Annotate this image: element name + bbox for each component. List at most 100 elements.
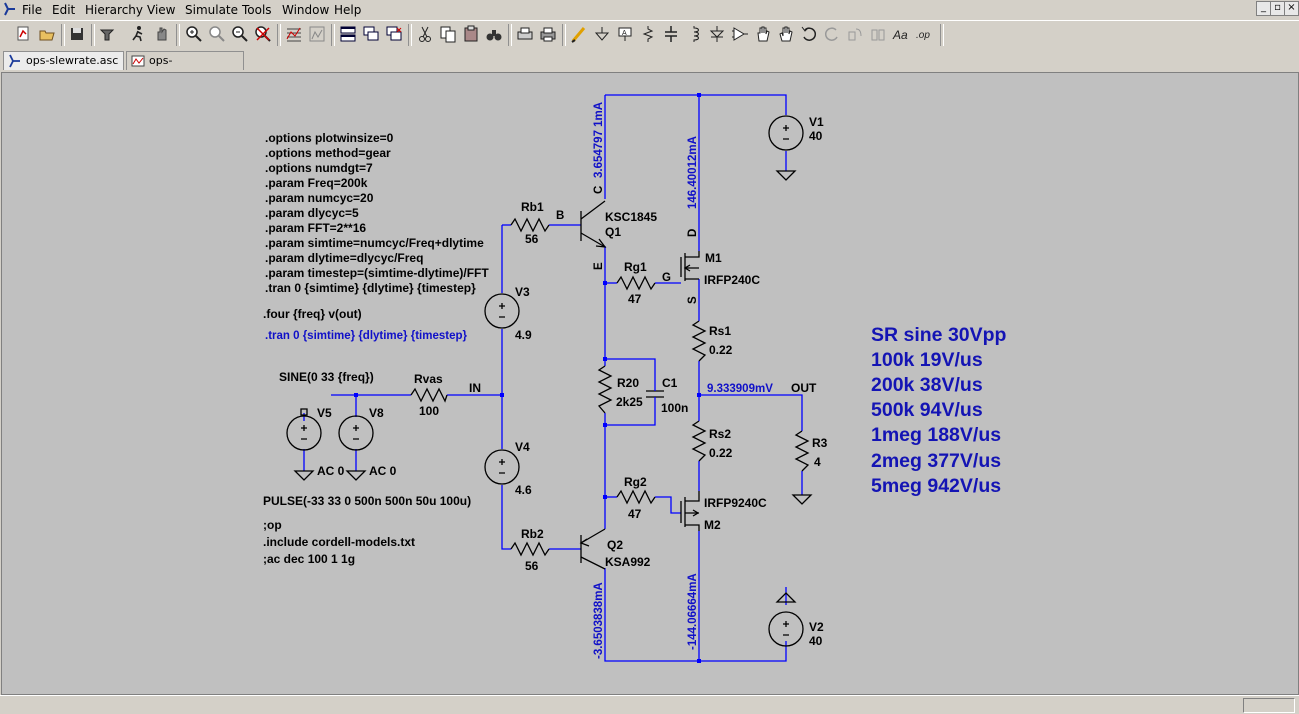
schematic-canvas[interactable]: V1 40 V2 40 KSC1845 Q1 B C E Q2 KSA992 M…: [1, 72, 1299, 695]
rvas-name: Rvas: [414, 372, 443, 386]
v2-name: V2: [809, 620, 824, 634]
redo-icon[interactable]: [822, 24, 842, 44]
copy-icon[interactable]: [438, 24, 458, 44]
minimize-button[interactable]: _: [1256, 1, 1271, 16]
q1-name: Q1: [605, 225, 621, 239]
directive-line: .param dlytime=dlycyc/Freq: [265, 251, 423, 265]
cut-icon[interactable]: [415, 24, 435, 44]
m2-name: M2: [704, 518, 721, 532]
menu-hierarchy[interactable]: Hierarchy: [85, 3, 144, 17]
source-v3[interactable]: V3 4.9: [484, 285, 532, 342]
source-v8[interactable]: V8 AC 0: [338, 406, 397, 481]
close-all-icon[interactable]: [384, 24, 404, 44]
capacitor-c1[interactable]: C1 100n: [646, 376, 688, 415]
v4-name: V4: [515, 440, 530, 454]
rs2-name: Rs2: [709, 427, 731, 441]
tile-vertical-icon[interactable]: [338, 24, 358, 44]
rb1-value: 56: [525, 232, 539, 246]
move-icon[interactable]: [753, 24, 773, 44]
new-schematic-icon[interactable]: [13, 24, 33, 44]
control-panel-icon[interactable]: [97, 24, 117, 44]
halt-icon[interactable]: [152, 24, 172, 44]
pulse-source-spec[interactable]: PULSE(-33 33 0 500n 500n 50u 100u): [263, 494, 471, 508]
status-field: [1243, 698, 1295, 713]
menu-tools[interactable]: Tools: [242, 3, 272, 17]
tab-schematic[interactable]: ops-slewrate.asc: [3, 51, 124, 70]
source-v2[interactable]: V2 40: [768, 592, 824, 648]
ac-comment[interactable]: ;ac dec 100 1 1g: [263, 552, 355, 566]
resistor-rg2[interactable]: Rg2 47: [616, 475, 656, 521]
transistor-q1[interactable]: KSC1845 Q1 B C E: [556, 186, 657, 270]
zoom-cancel-icon[interactable]: [253, 24, 273, 44]
menu-view[interactable]: View: [147, 3, 176, 17]
resistor-icon[interactable]: [638, 24, 658, 44]
source-v4[interactable]: V4 4.6: [484, 440, 532, 497]
rs1-name: Rs1: [709, 324, 731, 338]
spice-directives[interactable]: .options plotwinsize=0 .options method=g…: [265, 131, 489, 295]
zoom-extent-icon[interactable]: [207, 24, 227, 44]
capacitor-icon[interactable]: [661, 24, 681, 44]
directive-line: .param simtime=numcyc/Freq+dlytime: [265, 236, 484, 250]
print-icon[interactable]: [538, 24, 558, 44]
source-v5[interactable]: V5 AC 0: [286, 406, 345, 481]
note-line: 2meg 377V/us: [871, 450, 1001, 472]
print-setup-icon[interactable]: [515, 24, 535, 44]
include-directive[interactable]: .include cordell-models.txt: [263, 535, 415, 549]
resistor-rb2[interactable]: Rb2 56: [510, 527, 550, 573]
mosfet-m2[interactable]: IRFP9240C M2: [680, 491, 767, 532]
svg-text:.op: .op: [916, 30, 930, 41]
v5-value: AC 0: [317, 464, 345, 478]
resistor-rs2[interactable]: Rs2 0.22: [691, 420, 733, 462]
menu-edit[interactable]: Edit: [52, 3, 76, 17]
run-icon[interactable]: [128, 24, 148, 44]
resistor-rb1[interactable]: Rb1 56: [510, 200, 550, 246]
zoom-out-icon[interactable]: [230, 24, 250, 44]
menu-window[interactable]: Window: [282, 3, 330, 17]
m1-pin-g: G: [662, 272, 671, 284]
inductor-icon[interactable]: [684, 24, 704, 44]
resistor-rs1[interactable]: Rs1 0.22: [691, 320, 733, 362]
menu-file[interactable]: File: [22, 3, 43, 17]
spice-directive-icon[interactable]: .op: [914, 24, 934, 44]
menu-help[interactable]: Help: [334, 3, 362, 17]
component-icon[interactable]: [730, 24, 750, 44]
restore-button[interactable]: ▫: [1270, 1, 1285, 16]
open-icon[interactable]: [37, 24, 57, 44]
resistor-r20[interactable]: R20 2k25: [597, 365, 643, 414]
paste-icon[interactable]: [461, 24, 481, 44]
close-button[interactable]: ×: [1284, 1, 1299, 16]
save-icon[interactable]: [67, 24, 87, 44]
fft-icon[interactable]: [307, 24, 327, 44]
menu-simulate[interactable]: Simulate: [185, 3, 239, 17]
text-icon[interactable]: Aa: [891, 24, 911, 44]
r3-value: 4: [814, 455, 821, 469]
cascade-icon[interactable]: [361, 24, 381, 44]
zoom-in-icon[interactable]: [184, 24, 204, 44]
draw-wire-icon[interactable]: [569, 24, 589, 44]
label-net-icon[interactable]: A: [615, 24, 635, 44]
source-v1[interactable]: V1 40: [768, 115, 824, 181]
mirror-icon[interactable]: [868, 24, 888, 44]
resistor-rvas[interactable]: Rvas 100: [410, 372, 448, 418]
four-directive[interactable]: .four {freq} v(out): [263, 307, 362, 321]
drag-icon[interactable]: [776, 24, 796, 44]
resistor-rg1[interactable]: Rg1 47: [616, 260, 656, 306]
note-line: 100k 19V/us: [871, 349, 983, 371]
op-comment[interactable]: ;op: [263, 518, 282, 532]
autorange-icon[interactable]: [284, 24, 304, 44]
note-line: 200k 38V/us: [871, 374, 983, 396]
sine-source-spec[interactable]: SINE(0 33 {freq}): [279, 370, 374, 384]
resistor-r3[interactable]: R3 4: [791, 430, 828, 505]
tab-label: ops-slewrate.asc: [26, 54, 119, 67]
rotate-icon[interactable]: [845, 24, 865, 44]
slew-rate-notes[interactable]: SR sine 30Vpp 100k 19V/us 200k 38V/us 50…: [871, 324, 1007, 497]
transistor-q2[interactable]: Q2 KSA992: [579, 528, 651, 570]
ground-icon[interactable]: [592, 24, 612, 44]
undo-icon[interactable]: [799, 24, 819, 44]
tab-waveform[interactable]: ops-slewrate.raw: [126, 51, 244, 85]
diode-icon[interactable]: [707, 24, 727, 44]
directive-line: .param dlycyc=5: [265, 206, 359, 220]
find-icon[interactable]: [484, 24, 504, 44]
tran-directive[interactable]: .tran 0 {simtime} {dlytime} {timestep}: [265, 330, 467, 342]
mosfet-m1[interactable]: M1 IRFP240C G D S: [662, 229, 760, 304]
